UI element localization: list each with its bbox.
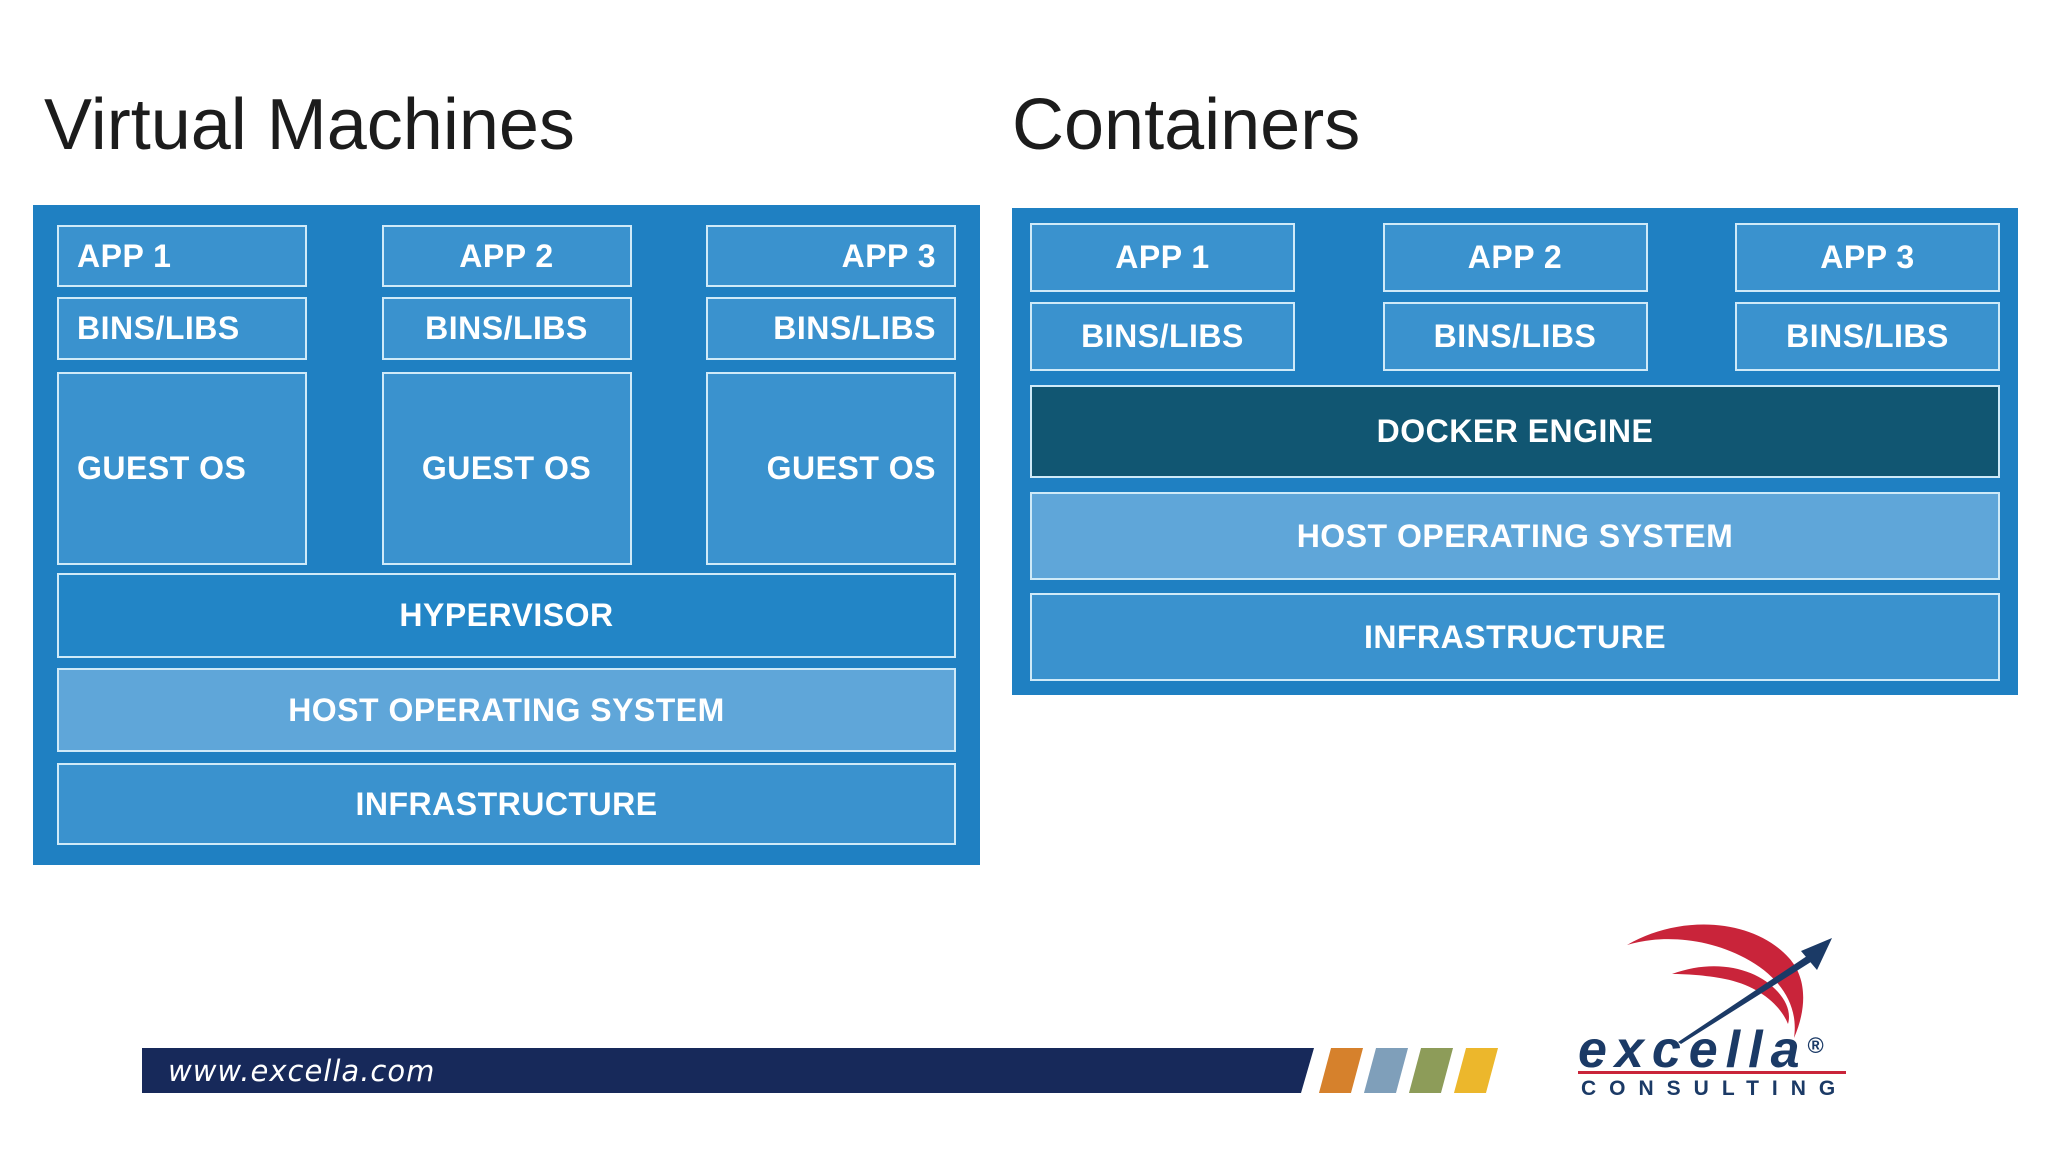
container-app2-box: APP 2	[1382, 223, 1648, 292]
virtual-machines-title: Virtual Machines	[44, 85, 575, 165]
footer-bar: www.excella.com	[142, 1048, 1314, 1093]
footer-stripe-orange	[1318, 1048, 1364, 1093]
footer-stripe-bluegray	[1363, 1048, 1409, 1093]
container-binslibs3-box: BINS/LIBS	[1735, 302, 2000, 371]
excella-consulting-text: CONSULTING	[1581, 1077, 1849, 1100]
excella-swoosh-arrow-icon	[1627, 924, 1832, 1044]
logo-red-rule	[1578, 1071, 1846, 1074]
container-binslibs1-box: BINS/LIBS	[1030, 302, 1295, 371]
vm-app1-box: APP 1	[57, 225, 307, 287]
containers-host-os-box: HOST OPERATING SYSTEM	[1030, 492, 2000, 580]
container-app1-box: APP 1	[1030, 223, 1295, 292]
virtual-machines-diagram: APP 1 BINS/LIBS GUEST OS APP 2 BINS/LIBS…	[33, 205, 980, 865]
containers-column-1: APP 1 BINS/LIBS	[1030, 223, 1295, 371]
containers-infrastructure-box: INFRASTRUCTURE	[1030, 593, 2000, 681]
website-url: www.excella.com	[168, 1053, 436, 1088]
excella-logo-wordmark: excella®	[1578, 1024, 1824, 1076]
container-binslibs2-box: BINS/LIBS	[1382, 302, 1648, 371]
vm-column-1: APP 1 BINS/LIBS GUEST OS	[57, 225, 307, 565]
vm-guestos3-box: GUEST OS	[706, 372, 956, 565]
vm-binslibs2-box: BINS/LIBS	[381, 297, 632, 360]
vm-infrastructure-box: INFRASTRUCTURE	[57, 763, 956, 845]
docker-engine-box: DOCKER ENGINE	[1030, 385, 2000, 478]
vm-app2-box: APP 2	[381, 225, 632, 287]
registered-trademark-symbol: ®	[1807, 1033, 1824, 1058]
vm-host-os-box: HOST OPERATING SYSTEM	[57, 668, 956, 752]
footer-stripe-olive	[1408, 1048, 1454, 1093]
vm-columns: APP 1 BINS/LIBS GUEST OS APP 2 BINS/LIBS…	[57, 225, 956, 565]
vm-hypervisor-box: HYPERVISOR	[57, 573, 956, 658]
vm-column-2: APP 2 BINS/LIBS GUEST OS	[381, 225, 632, 565]
vm-binslibs3-box: BINS/LIBS	[706, 297, 956, 360]
vm-guestos1-box: GUEST OS	[57, 372, 307, 565]
containers-title: Containers	[1012, 85, 1361, 165]
containers-column-2: APP 2 BINS/LIBS	[1382, 223, 1648, 371]
container-app3-box: APP 3	[1735, 223, 2000, 292]
vm-guestos2-box: GUEST OS	[381, 372, 632, 565]
excella-logo-text: excella	[1578, 1021, 1808, 1079]
footer-stripe-yellow	[1453, 1048, 1499, 1093]
vm-app3-box: APP 3	[706, 225, 956, 287]
vm-binslibs1-box: BINS/LIBS	[57, 297, 307, 360]
containers-diagram: APP 1 BINS/LIBS APP 2 BINS/LIBS APP 3 BI…	[1012, 208, 2018, 695]
containers-column-3: APP 3 BINS/LIBS	[1735, 223, 2000, 371]
containers-columns: APP 1 BINS/LIBS APP 2 BINS/LIBS APP 3 BI…	[1030, 223, 2000, 371]
vm-column-3: APP 3 BINS/LIBS GUEST OS	[706, 225, 956, 565]
